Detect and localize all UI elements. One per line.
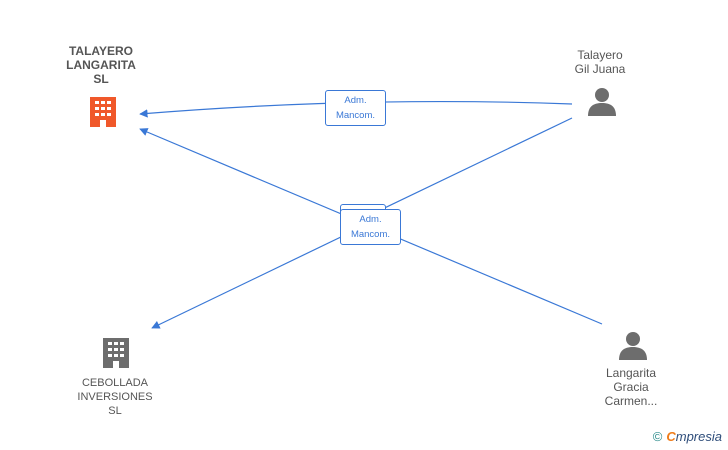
- edge-center-to-company-secondary: [151, 221, 373, 329]
- person-bottom-name-line1: Langarita: [605, 366, 657, 380]
- person-top-name-line1: Talayero: [577, 48, 623, 62]
- edge-person-top-to-center: [371, 117, 573, 215]
- relation-center-line2: Mancom.: [350, 229, 391, 240]
- relation-label-top[interactable]: Adm. Mancom.: [325, 90, 386, 126]
- company-main-name-line3: SL: [93, 72, 109, 86]
- building-icon[interactable]: [101, 336, 131, 370]
- company-secondary-name-line1: CEBOLLADA: [81, 377, 149, 389]
- company-main-name-line2: LANGARITA: [66, 58, 136, 72]
- person-bottom-name-line2: Gracia: [613, 380, 649, 394]
- person-icon[interactable]: [617, 330, 649, 362]
- person-bottom-label[interactable]: Langarita Gracia Carmen...: [586, 366, 676, 408]
- company-main-label[interactable]: TALAYERO LANGARITA SL: [50, 44, 152, 86]
- brand-name: mpresia: [675, 429, 722, 444]
- company-secondary-name-line2: INVERSIONES: [77, 391, 153, 403]
- company-secondary-label[interactable]: CEBOLLADA INVERSIONES SL: [60, 376, 170, 418]
- relation-top-line1: Adm.: [344, 95, 367, 106]
- person-top-label[interactable]: Talayero Gil Juana: [555, 48, 645, 76]
- empresia-logo: ©Cmpresia: [653, 429, 722, 444]
- copyright-icon: ©: [652, 429, 663, 444]
- relation-center-line1: Adm.: [359, 214, 382, 225]
- person-top-name-line2: Gil Juana: [574, 62, 626, 76]
- company-secondary-name-line3: SL: [108, 405, 122, 417]
- person-bottom-name-line3: Carmen...: [604, 394, 658, 408]
- relation-label-center[interactable]: Adm. Mancom.: [340, 209, 401, 245]
- person-icon[interactable]: [586, 86, 618, 118]
- brand-initial: C: [666, 429, 676, 444]
- company-main-name-line1: TALAYERO: [68, 44, 133, 58]
- building-icon[interactable]: [88, 95, 118, 129]
- relation-top-line2: Mancom.: [335, 110, 376, 121]
